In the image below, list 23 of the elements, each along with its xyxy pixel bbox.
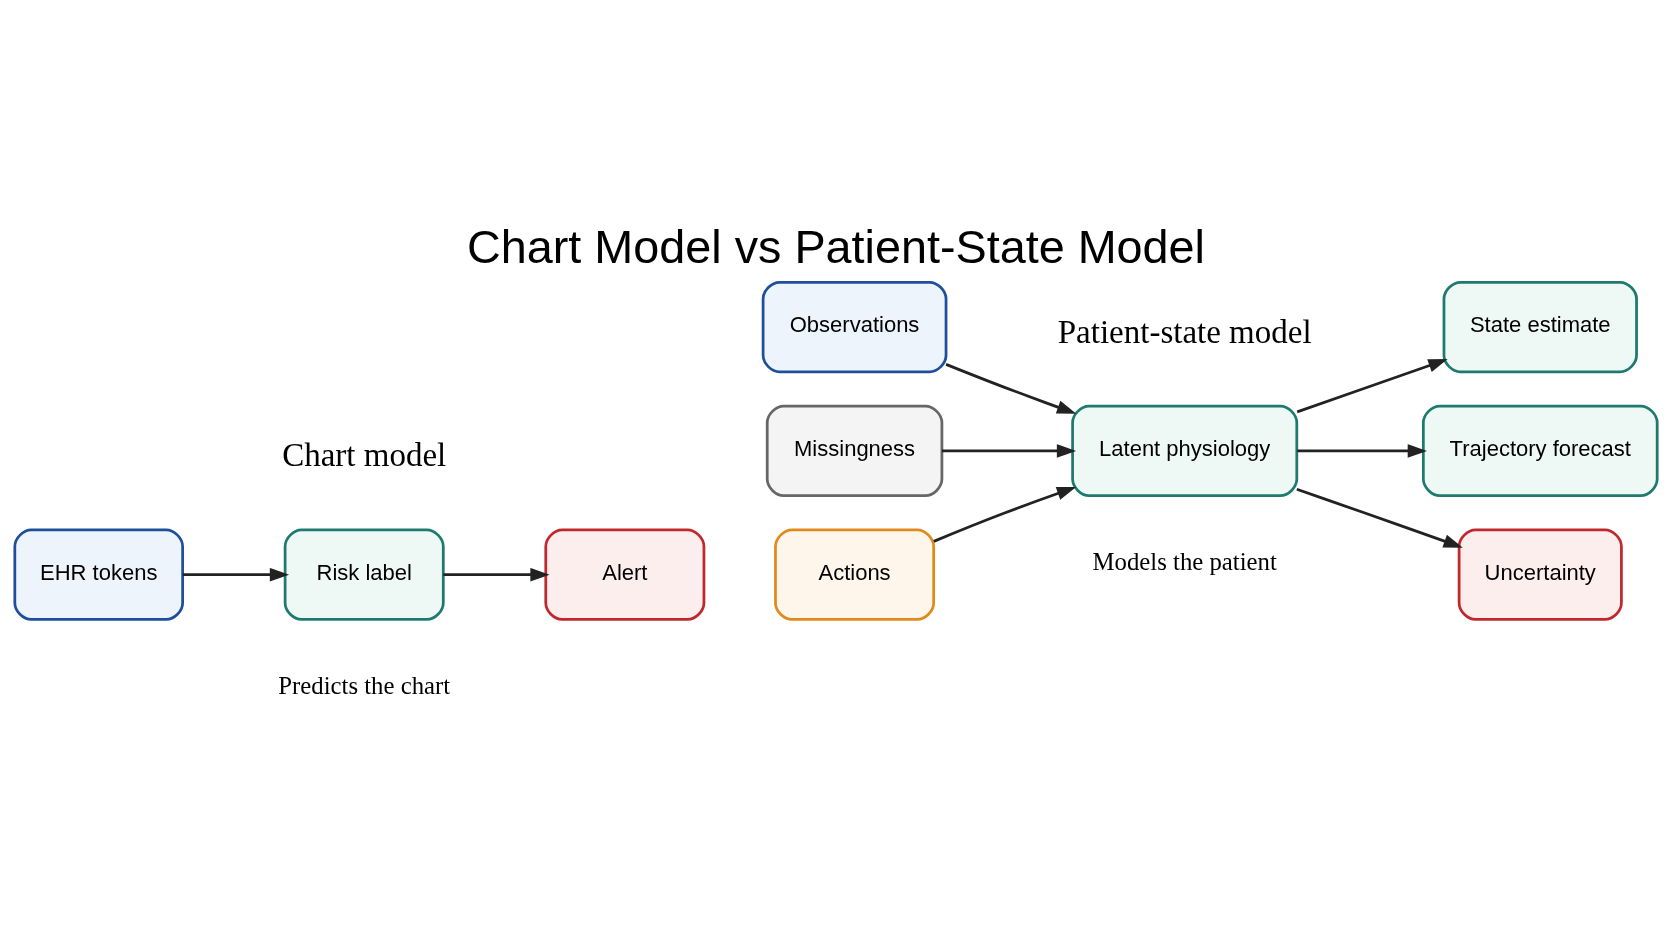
node-box: Risk label xyxy=(283,528,445,621)
node-box: Uncertainty xyxy=(1457,528,1623,621)
node-box: Latent physiology xyxy=(1071,404,1299,497)
node-box: Observations xyxy=(761,281,948,374)
diagram-title: Chart Model vs Patient-State Model xyxy=(467,221,1205,274)
node-box: EHR tokens xyxy=(13,528,184,621)
arrow xyxy=(933,487,1077,543)
arrow xyxy=(182,567,290,582)
arrow xyxy=(1297,444,1427,458)
arrow xyxy=(1296,487,1463,548)
node-box: Trajectory forecast xyxy=(1421,404,1659,497)
arrow xyxy=(945,363,1077,414)
label: Patient-state model xyxy=(1057,313,1312,350)
node-box: Actions xyxy=(774,528,936,621)
node-box: State estimate xyxy=(1442,281,1638,374)
node-box: Alert xyxy=(544,528,706,621)
arrow xyxy=(941,444,1077,458)
arrow xyxy=(443,567,550,582)
label: Chart model xyxy=(282,437,447,474)
label: Predicts the chart xyxy=(278,671,451,699)
arrow xyxy=(1296,359,1448,414)
node-box: Missingness xyxy=(765,404,944,497)
label: Models the patient xyxy=(1092,547,1277,575)
